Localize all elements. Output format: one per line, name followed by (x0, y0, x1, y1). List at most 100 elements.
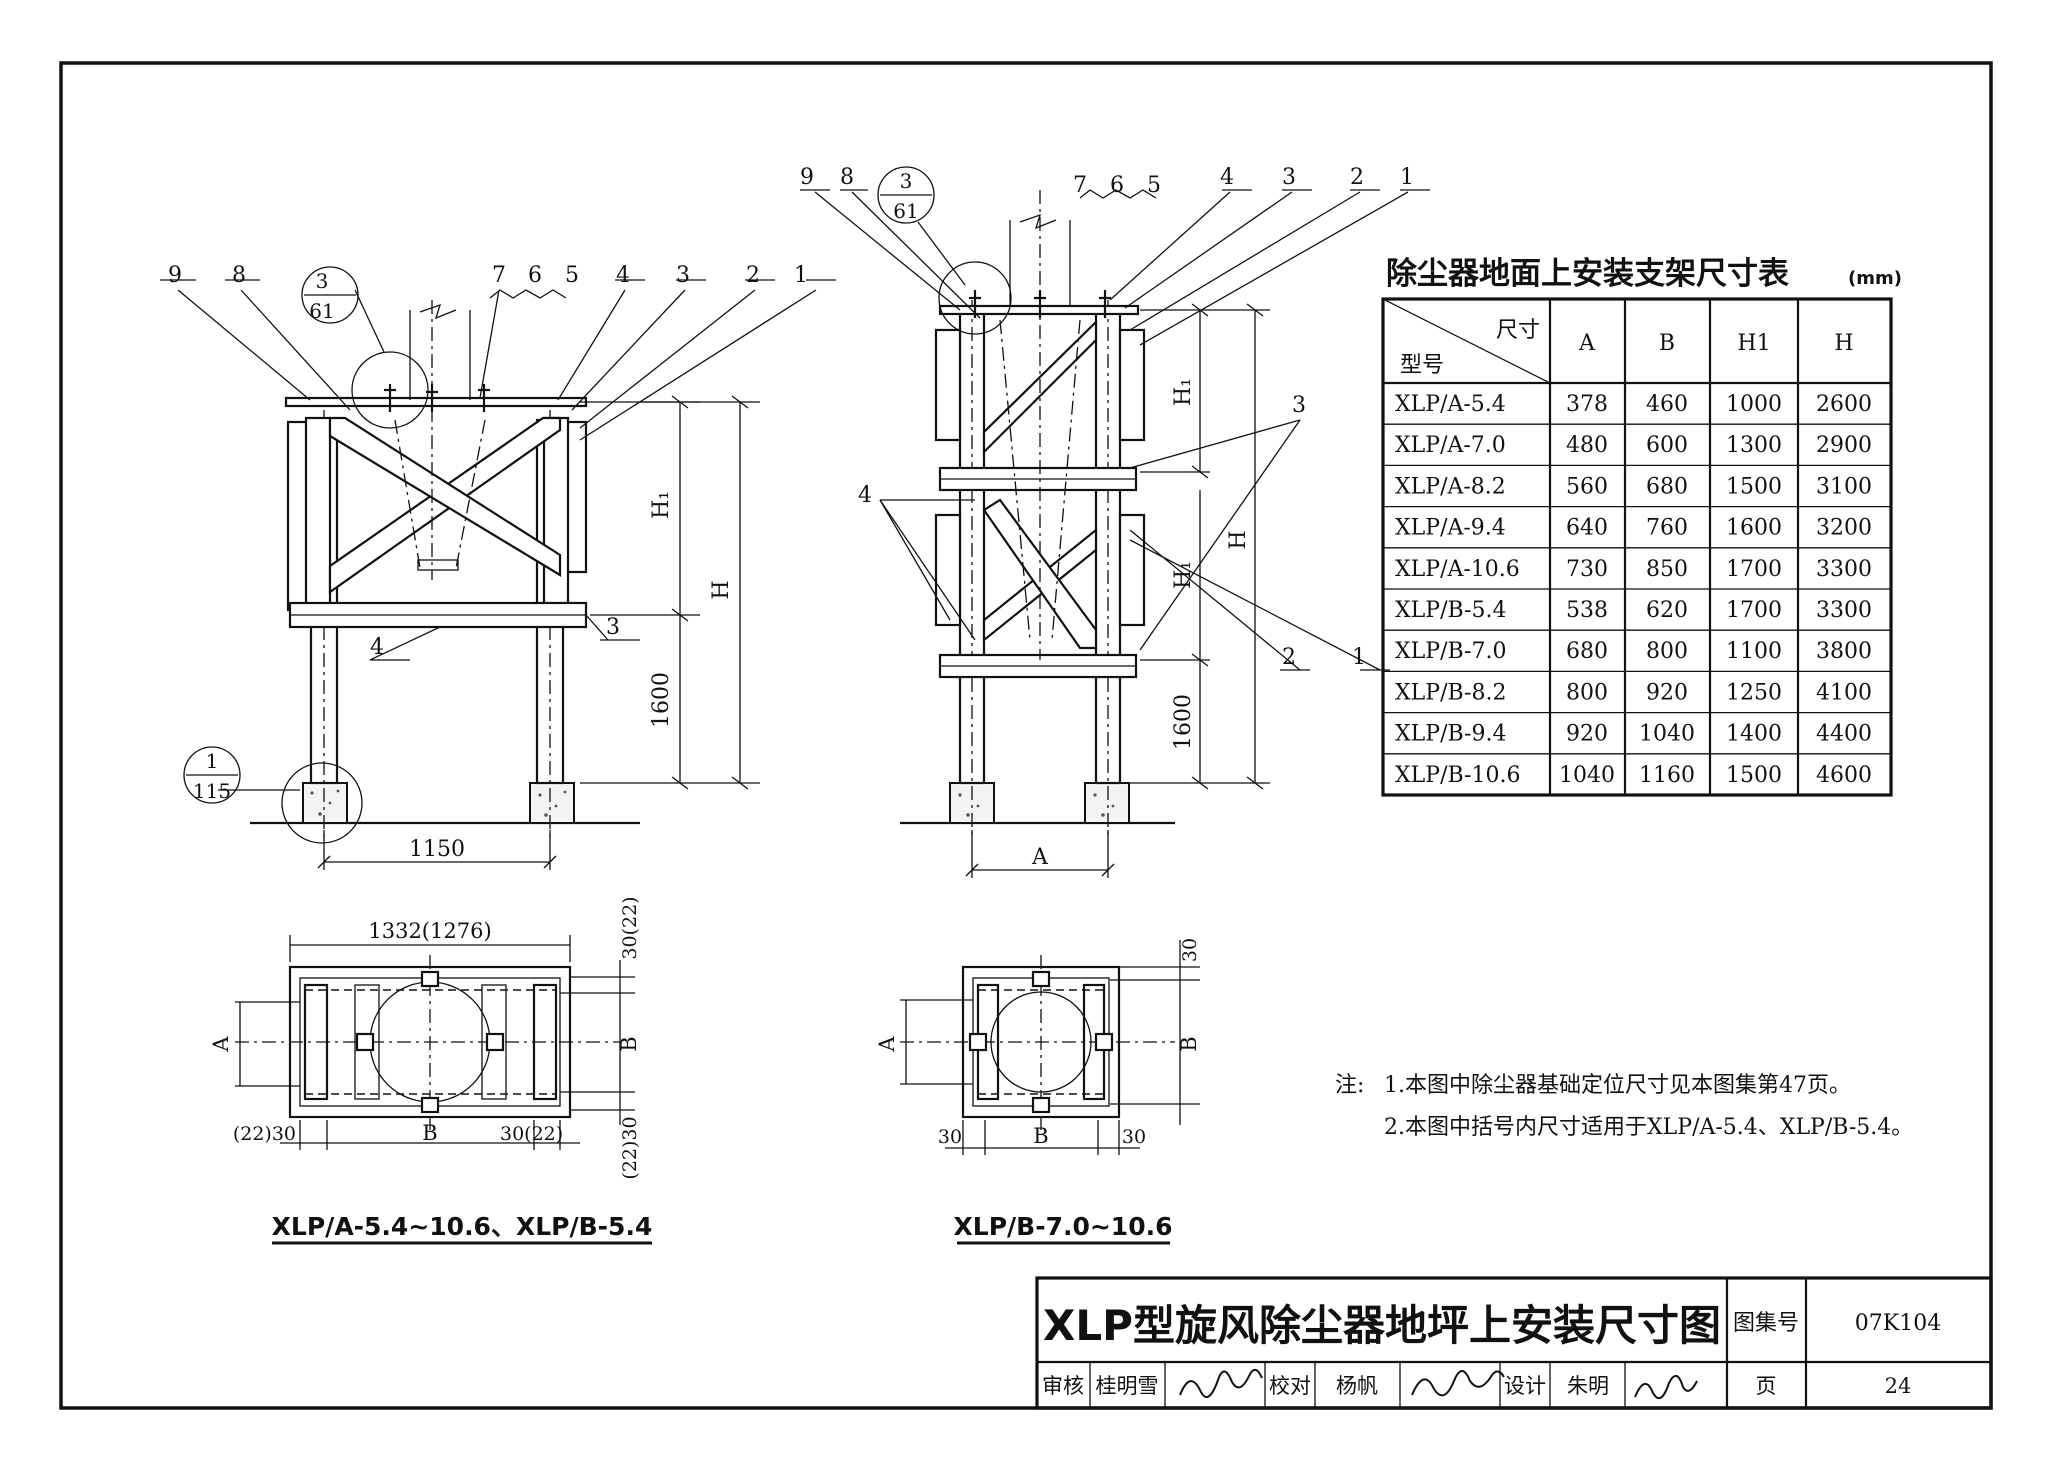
right-part-2: 2 (1350, 165, 1364, 190)
right-h-dim: H (1226, 530, 1251, 549)
left-elevation-view (160, 266, 836, 870)
table-cell-value: 4600 (1816, 763, 1872, 788)
table-cell-value: 378 (1566, 392, 1608, 417)
left-plan-left-bottom-dim: (22)30 (233, 1123, 296, 1145)
table-cell-value: 2600 (1816, 392, 1872, 417)
left-1600-dim: 1600 (649, 672, 674, 728)
table-cell-value: 4100 (1816, 680, 1872, 705)
table-cell-value: 538 (1566, 598, 1608, 623)
table-cell-model: XLP/B-9.4 (1395, 722, 1506, 747)
designer-name: 朱明 (1567, 1374, 1609, 1398)
left-plan-view (235, 935, 652, 1245)
right-part-4: 4 (1220, 165, 1234, 190)
table-header-h1: H1 (1737, 331, 1770, 356)
dimension-table (1381, 297, 1893, 797)
table-cell-value: 560 (1566, 474, 1608, 499)
left-plan-30-top-dim: 30(22) (619, 896, 641, 959)
right-h1-upper-dim: H₁ (1171, 378, 1196, 406)
left-plan-b-bottom-dim: B (422, 1121, 437, 1145)
table-cell-value: 1500 (1726, 474, 1782, 499)
table-cell-value: 3300 (1816, 557, 1872, 582)
left-plan-caption: XLP/A-5.4~10.6、XLP/B-5.4 (272, 1212, 653, 1241)
left-part-numbers: 9 8 7 6 5 4 3 2 1 3 4 (168, 263, 808, 660)
left-width-dim: 1150 (409, 837, 465, 862)
right-plan-30-top-dim: 30 (1179, 938, 1201, 962)
checker-signature (1411, 1370, 1505, 1397)
drawing-title: XLP型旋风除尘器地坪上安装尺寸图 (1043, 1301, 1721, 1350)
notes: 注: 1.本图中除尘器基础定位尺寸见本图集第47页。 2.本图中括号内尺寸适用于… (1335, 1073, 1913, 1140)
right-part-7: 7 (1073, 173, 1087, 198)
table-cell-value: 600 (1646, 433, 1688, 458)
right-part-numbers: 9 8 7 6 5 4 3 2 1 3 4 2 1 (800, 165, 1414, 670)
foot-detail-ref-bottom: 115 (193, 779, 231, 803)
table-cell-model: XLP/A-5.4 (1395, 392, 1506, 417)
table-header-b: B (1659, 331, 1675, 356)
table-cell-value: 1250 (1726, 680, 1782, 705)
note-1: 1.本图中除尘器基础定位尺寸见本图集第47页。 (1384, 1073, 1851, 1098)
left-part-1: 1 (794, 263, 808, 288)
right-part-2-side: 2 (1282, 645, 1296, 670)
foot-detail-ref-top: 1 (206, 749, 219, 773)
right-plan-30-right-dim: 30 (1122, 1126, 1146, 1148)
table-cell-model: XLP/B-7.0 (1395, 639, 1506, 664)
right-part-6: 6 (1110, 173, 1124, 198)
table-cell-value: 1300 (1726, 433, 1782, 458)
table-cell-value: 1700 (1726, 598, 1782, 623)
table-header-row: A B H1 H (1578, 331, 1854, 356)
left-foundation-block (302, 782, 348, 824)
left-part-6: 6 (528, 263, 542, 288)
left-part-2: 2 (746, 263, 760, 288)
checker-name: 杨帆 (1336, 1374, 1378, 1398)
right-part-9: 9 (800, 165, 814, 190)
table-cell-value: 1500 (1726, 763, 1782, 788)
table-cell-value: 1040 (1559, 763, 1615, 788)
right-elevation-view (800, 166, 1430, 878)
reviewer-name: 桂明雪 (1096, 1374, 1159, 1398)
table-cell-value: 920 (1566, 722, 1608, 747)
left-part-4: 4 (616, 263, 630, 288)
right-plan-a-dim: A (875, 1036, 899, 1053)
table-cell-value: 3300 (1816, 598, 1872, 623)
left-plan-30-bottom-dim: (22)30 (619, 1116, 641, 1179)
table-cell-value: 1040 (1639, 722, 1695, 747)
table-cell-model: XLP/B-10.6 (1395, 763, 1520, 788)
table-cell-model: XLP/B-8.2 (1395, 680, 1506, 705)
right-part-5: 5 (1147, 173, 1161, 198)
table-cell-value: 640 (1566, 516, 1608, 541)
table-cell-value: 620 (1646, 598, 1688, 623)
atlas-label: 图集号 (1733, 1311, 1799, 1336)
page-label: 页 (1756, 1374, 1777, 1398)
left-part-3: 3 (676, 263, 690, 288)
table-header-h: H (1834, 331, 1853, 356)
table-corner-bottom: 型号 (1400, 353, 1444, 378)
table-cell-value: 680 (1566, 639, 1608, 664)
table-cell-model: XLP/A-7.0 (1395, 433, 1506, 458)
right-1600-dim: 1600 (1171, 694, 1196, 750)
table-cell-model: XLP/A-9.4 (1395, 516, 1506, 541)
table-cell-value: 3200 (1816, 516, 1872, 541)
left-plan-b-side-dim: B (617, 1036, 641, 1051)
right-part-1-side: 1 (1352, 645, 1366, 670)
table-cell-value: 850 (1646, 557, 1688, 582)
checker-label: 校对 (1269, 1374, 1311, 1398)
left-part-8: 8 (232, 263, 246, 288)
right-part-1: 1 (1400, 165, 1414, 190)
reviewer-signature (1179, 1368, 1263, 1399)
table-title: 除尘器地面上安装支架尺寸表 (1386, 256, 1789, 292)
table-cell-value: 800 (1646, 639, 1688, 664)
right-part-8: 8 (840, 165, 854, 190)
left-part-3-lower: 3 (606, 615, 620, 640)
designer-label: 设计 (1504, 1374, 1546, 1398)
sheet-frame (59, 61, 1993, 1410)
atlas-number: 07K104 (1855, 1311, 1941, 1336)
left-part-7: 7 (492, 263, 506, 288)
designer-signature (1634, 1375, 1698, 1400)
